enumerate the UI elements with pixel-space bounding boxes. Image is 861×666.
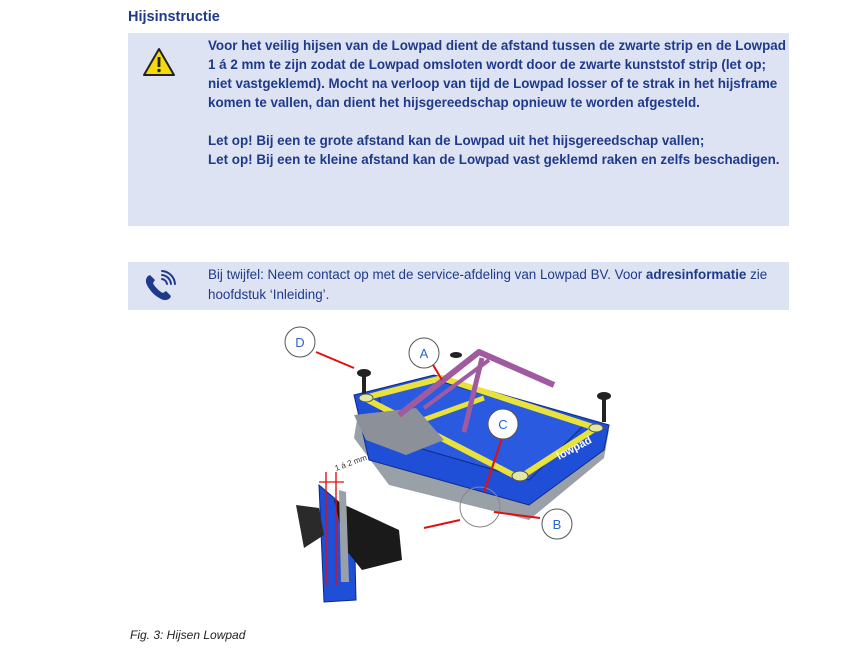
svg-text:C: C (498, 417, 507, 432)
warning-text: Voor het veilig hijsen van de Lowpad die… (208, 36, 786, 169)
section-title: Hijsinstructie (128, 9, 220, 25)
callout-a: A (408, 337, 440, 369)
info-box: Bij twijfel: Neem contact op met de serv… (128, 262, 789, 310)
figure-caption: Fig. 3: Hijsen Lowpad (130, 628, 246, 642)
warning-box: Voor het veilig hijsen van de Lowpad die… (128, 33, 789, 226)
lifting-arm-3 (422, 358, 491, 410)
callout-lines (315, 351, 541, 529)
lowpad-lifting-figure: lowpad 1 á 2 mm D A (184, 320, 629, 620)
lifting-arm-1 (397, 349, 556, 418)
callout-c: C (487, 408, 519, 440)
svg-text:A: A (420, 346, 429, 361)
warning-line-too-tight: Let op! Bij een te kleine afstand kan de… (208, 152, 780, 167)
clamp-mechanism (354, 408, 444, 455)
lowpad-illustration: lowpad 1 á 2 mm D A (284, 326, 611, 603)
info-text: Bij twijfel: Neem contact op met de serv… (208, 265, 786, 304)
svg-text:B: B (553, 517, 562, 532)
dimension-label: 1 á 2 mm (334, 453, 369, 473)
phone-icon (145, 270, 176, 301)
info-text-start: Bij twijfel: Neem contact op met de serv… (208, 267, 646, 282)
adjustment-knobs (357, 352, 611, 422)
lifting-arm-2 (461, 357, 485, 433)
detail-circle (459, 486, 501, 528)
warning-paragraph-2: Let op! Bij een te grote afstand kan de … (208, 131, 786, 169)
svg-text:D: D (295, 335, 304, 350)
frame-feet (358, 393, 604, 482)
info-link-address: adresinformatie (645, 267, 747, 282)
callout-d: D (284, 326, 316, 358)
info-text-end: zie hoofdstuk ‘Inleiding’. (208, 267, 768, 302)
warning-line-too-wide: Let op! Bij een te grote afstand kan de … (208, 133, 705, 148)
warning-triangle-icon (143, 48, 175, 76)
callout-b: B (541, 508, 573, 540)
warning-paragraph-1: Voor het veilig hijsen van de Lowpad die… (208, 38, 786, 110)
